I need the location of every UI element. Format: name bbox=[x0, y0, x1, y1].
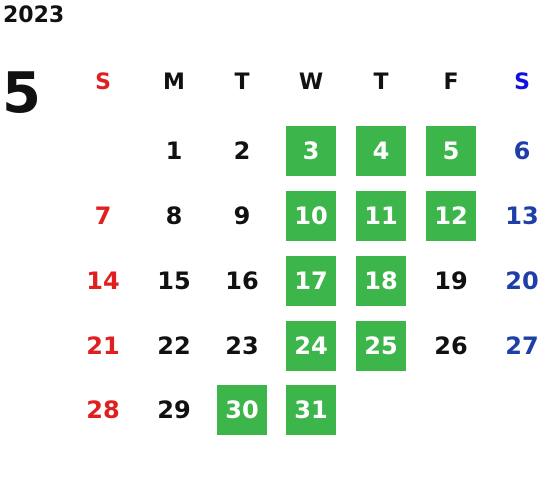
calendar-day-highlighted[interactable]: 12 bbox=[426, 191, 476, 241]
calendar-day-highlighted[interactable]: 3 bbox=[286, 126, 336, 176]
calendar-day[interactable]: 28 bbox=[86, 396, 120, 424]
calendar-day-highlighted[interactable]: 11 bbox=[356, 191, 406, 241]
calendar-day-highlighted[interactable]: 18 bbox=[356, 256, 406, 306]
calendar-month: 5 bbox=[2, 61, 41, 126]
weekday-header: T bbox=[373, 69, 389, 95]
calendar-day-highlighted[interactable]: 10 bbox=[286, 191, 336, 241]
calendar-year: 2023 bbox=[3, 3, 65, 28]
weekday-header: F bbox=[443, 69, 459, 95]
calendar-day[interactable]: 23 bbox=[225, 332, 259, 360]
calendar-day[interactable]: 19 bbox=[434, 267, 468, 295]
calendar-day-highlighted[interactable]: 4 bbox=[356, 126, 406, 176]
weekday-header: S bbox=[514, 69, 530, 95]
calendar-day[interactable]: 26 bbox=[434, 332, 468, 360]
weekday-header: W bbox=[298, 69, 324, 95]
calendar-day[interactable]: 9 bbox=[233, 202, 251, 230]
calendar-day[interactable]: 13 bbox=[505, 202, 539, 230]
calendar-day[interactable]: 15 bbox=[157, 267, 191, 295]
calendar-day[interactable]: 20 bbox=[505, 267, 539, 295]
calendar-day[interactable]: 27 bbox=[505, 332, 539, 360]
calendar-day[interactable]: 2 bbox=[233, 137, 251, 165]
calendar-day[interactable]: 22 bbox=[157, 332, 191, 360]
calendar-day-highlighted[interactable]: 5 bbox=[426, 126, 476, 176]
calendar-day[interactable]: 7 bbox=[94, 202, 112, 230]
calendar-day[interactable]: 14 bbox=[86, 267, 120, 295]
calendar-day-highlighted[interactable]: 31 bbox=[286, 385, 336, 435]
calendar-day-highlighted[interactable]: 30 bbox=[217, 385, 267, 435]
weekday-header: S bbox=[95, 69, 111, 95]
calendar-day-highlighted[interactable]: 17 bbox=[286, 256, 336, 306]
weekday-header: T bbox=[234, 69, 250, 95]
calendar-day[interactable]: 8 bbox=[165, 202, 183, 230]
calendar-day-highlighted[interactable]: 25 bbox=[356, 321, 406, 371]
calendar-day[interactable]: 1 bbox=[165, 137, 183, 165]
calendar-day[interactable]: 29 bbox=[157, 396, 191, 424]
calendar-day[interactable]: 16 bbox=[225, 267, 259, 295]
weekday-header: M bbox=[163, 69, 185, 95]
calendar-day[interactable]: 21 bbox=[86, 332, 120, 360]
calendar-day-highlighted[interactable]: 24 bbox=[286, 321, 336, 371]
calendar-day[interactable]: 6 bbox=[513, 137, 531, 165]
